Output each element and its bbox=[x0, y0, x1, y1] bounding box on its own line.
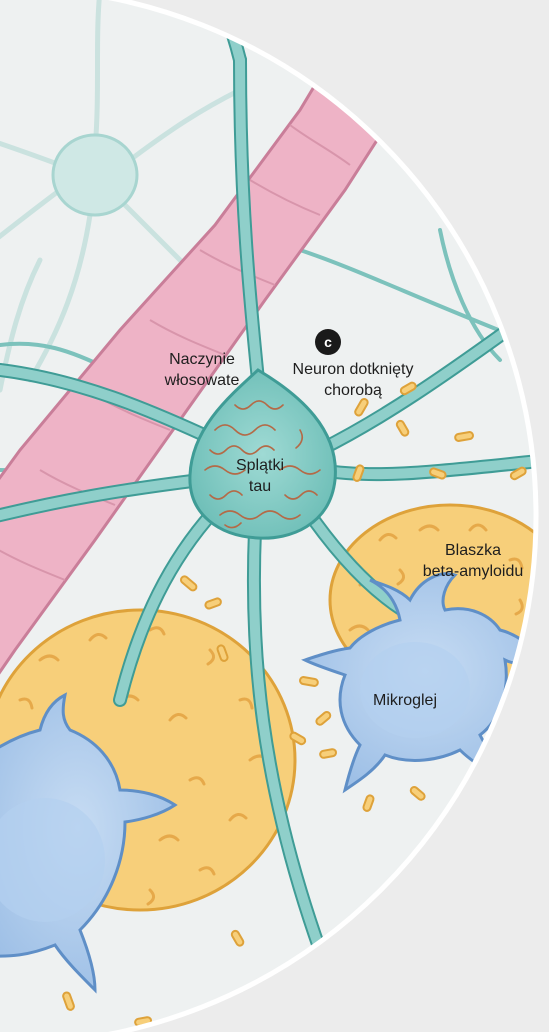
background-neuron-body bbox=[53, 135, 137, 215]
affected-neuron-label: Neuron dotknięty chorobą bbox=[278, 359, 428, 401]
capillary-label: Naczynie włosowate bbox=[152, 349, 252, 391]
amyloid-plaque-label: Blaszka beta-amyloidu bbox=[408, 540, 538, 582]
tau-tangles-label: Splątki tau bbox=[230, 455, 290, 497]
microglia-label: Mikroglej bbox=[364, 690, 446, 711]
panel-badge: c bbox=[315, 329, 341, 355]
